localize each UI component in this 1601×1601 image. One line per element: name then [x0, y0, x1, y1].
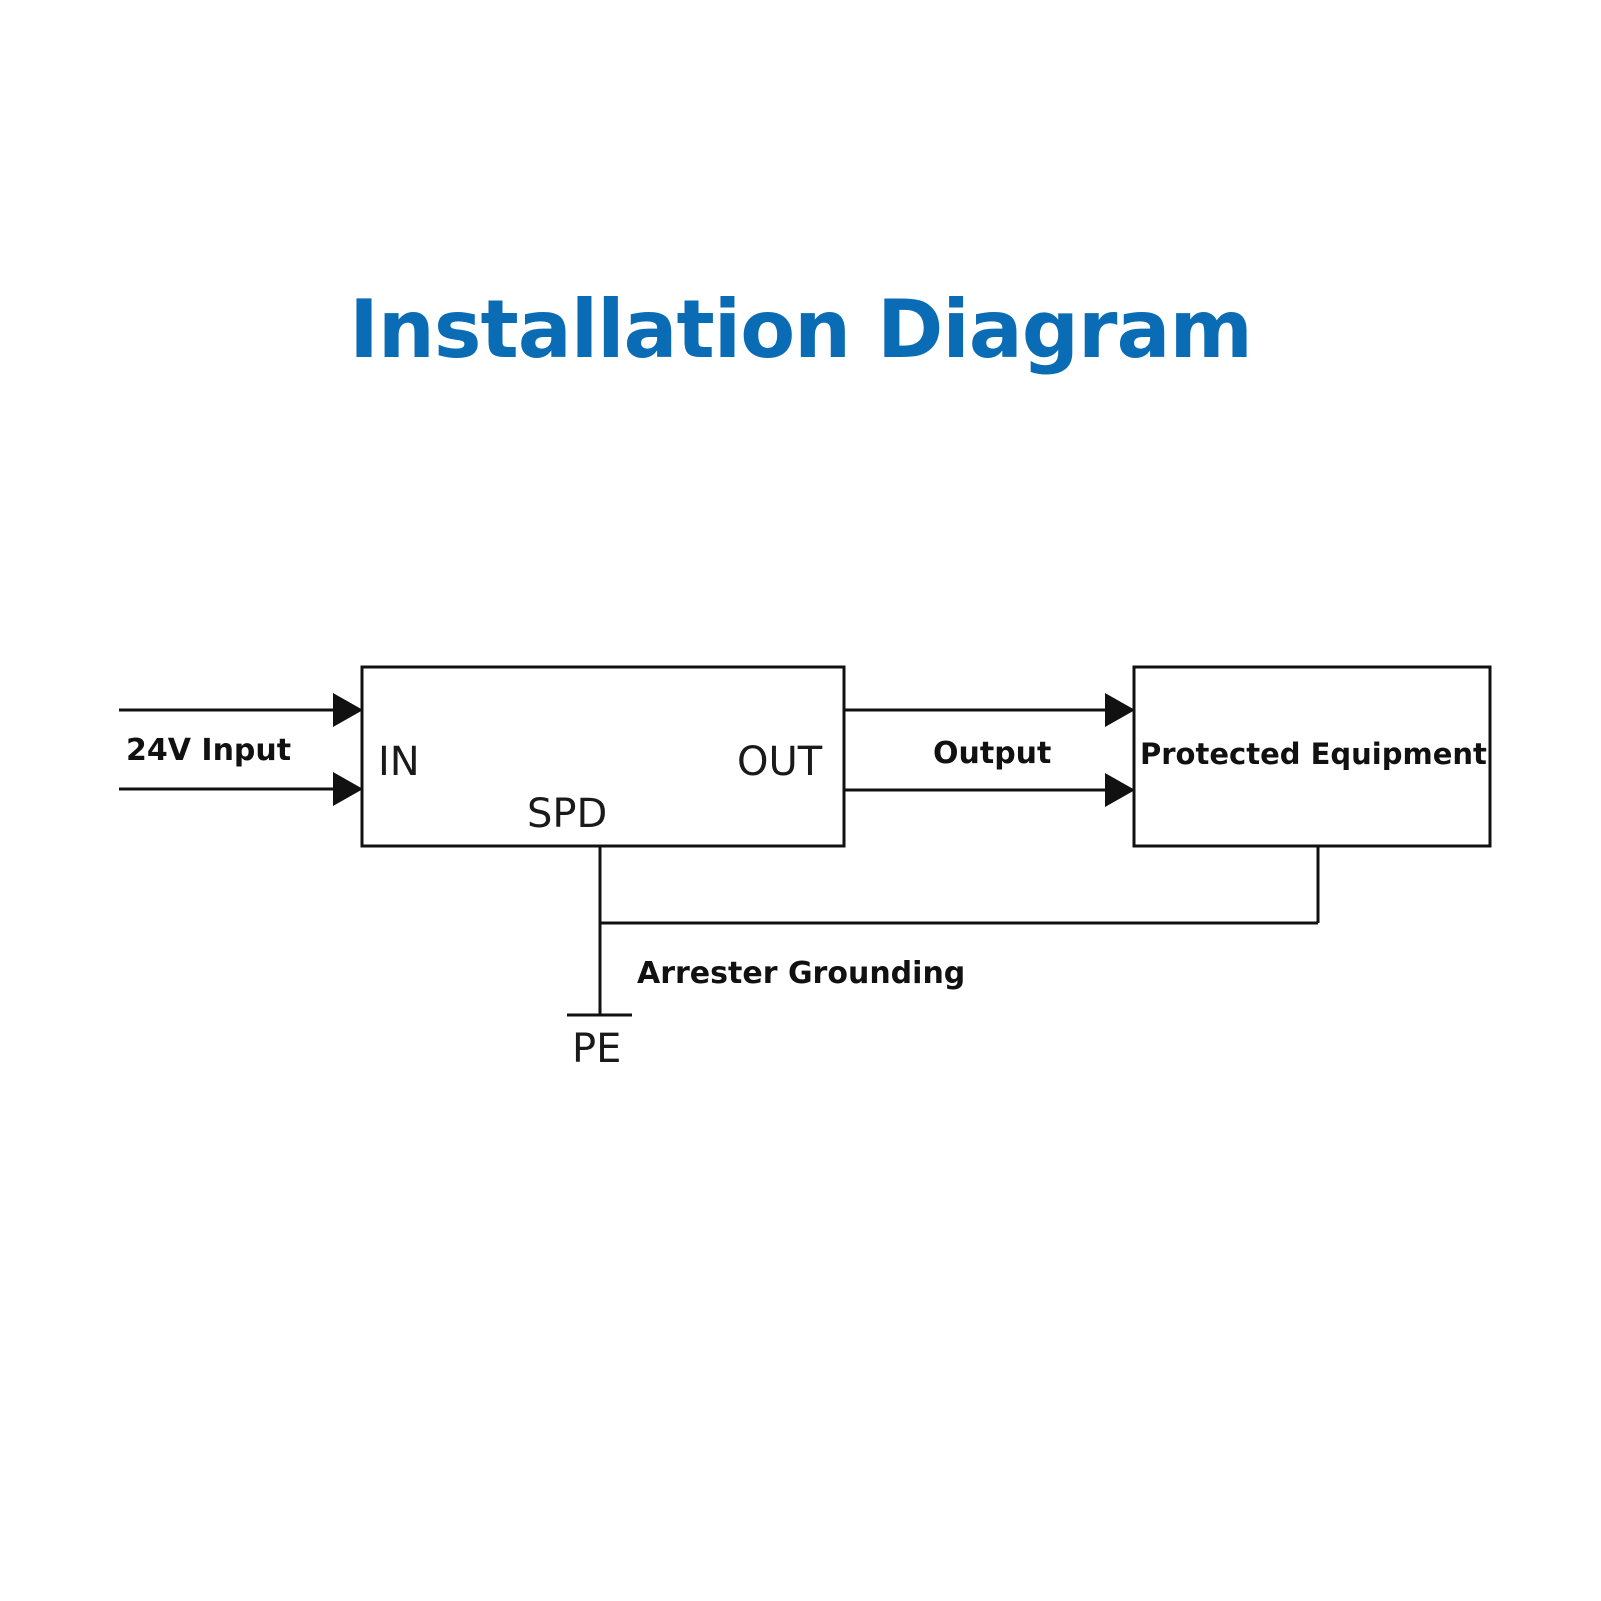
spd-name-label: SPD: [527, 791, 607, 837]
output-label: Output: [933, 736, 1051, 771]
spd-out-label: OUT: [737, 739, 823, 785]
page-title: Installation Diagram: [349, 283, 1253, 376]
ground-pe-label: PE: [572, 1026, 621, 1072]
input-label: 24V Input: [126, 733, 291, 768]
protected-equipment-block: [1132, 665, 1492, 848]
protected-equipment-label: Protected Equipment: [1140, 737, 1487, 771]
spd-in-label: IN: [378, 739, 420, 785]
grounding-label: Arrester Grounding: [637, 956, 965, 991]
spd-block: [360, 665, 846, 848]
